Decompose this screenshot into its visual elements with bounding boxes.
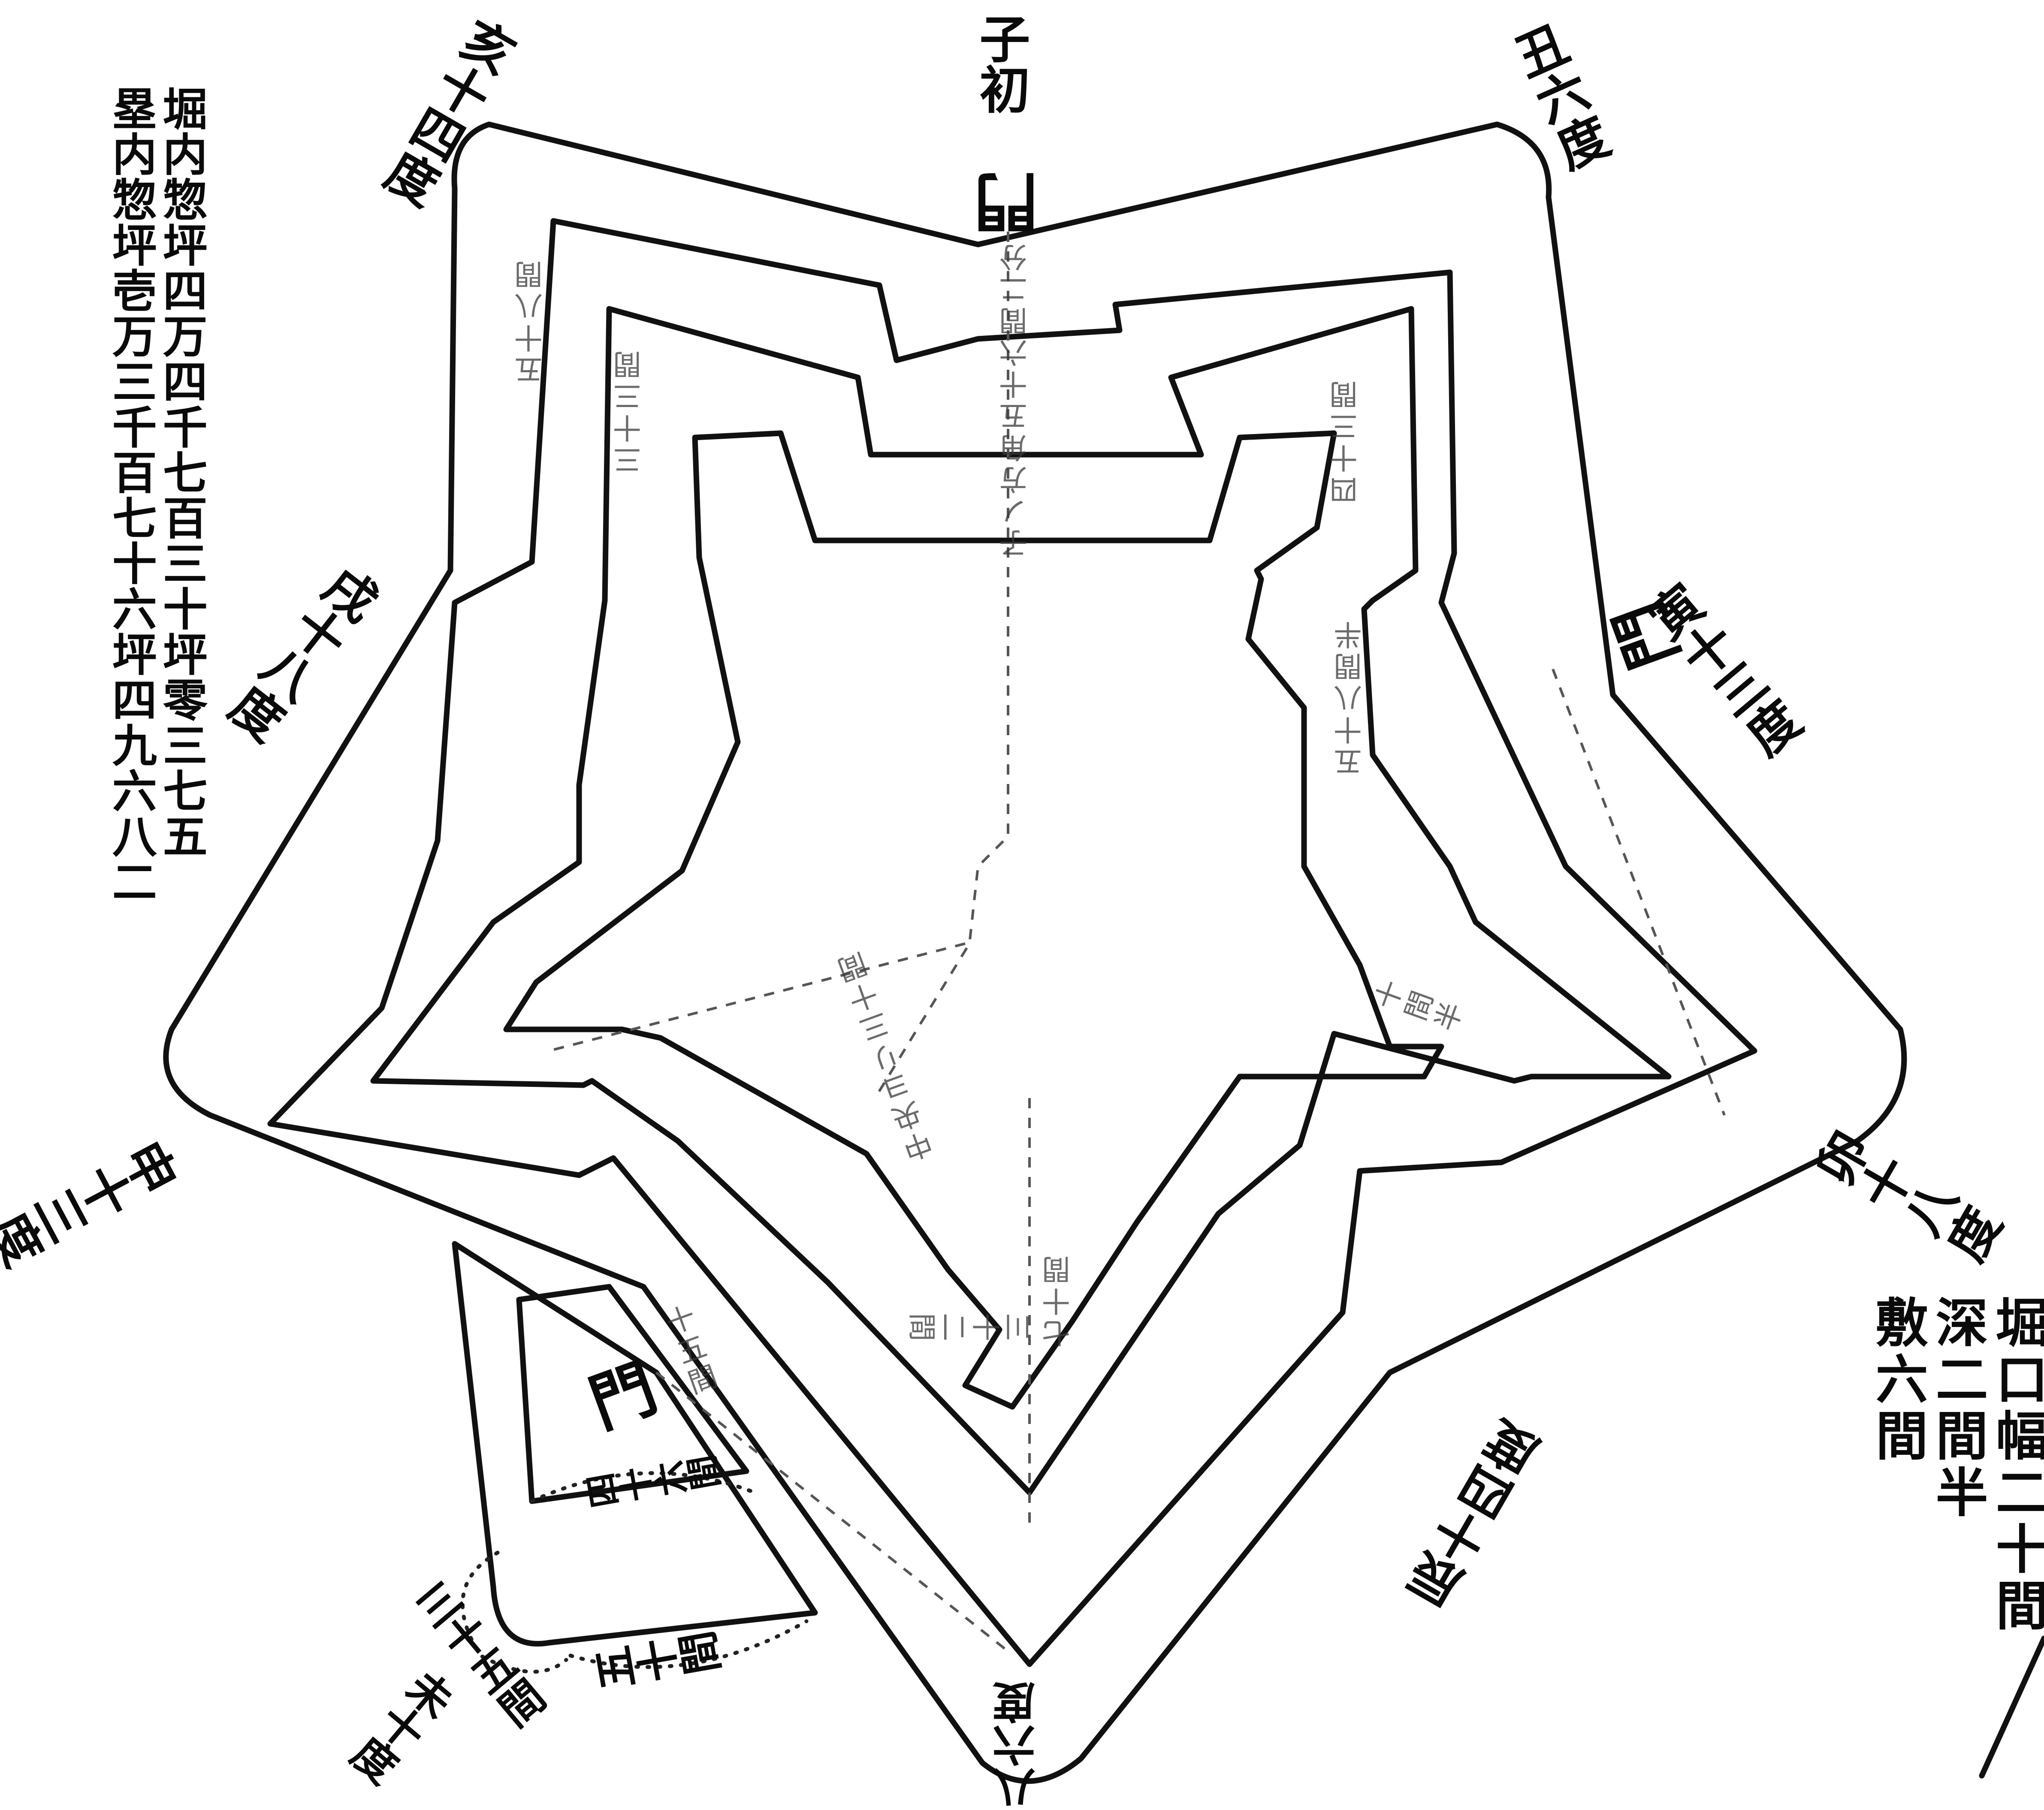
moat-inner-outline	[267, 218, 1757, 1667]
earthwork-area-note: 塁内惣坪壱万三千百七十六坪四九六八二	[104, 86, 157, 904]
guide-line-east	[1552, 668, 1726, 1116]
moat-base-note: 敷六間	[1867, 1295, 1929, 1465]
direction-label-north: 子初	[970, 13, 1030, 114]
guide-line-center-sw	[549, 942, 966, 1052]
moat-depth-note: 深二間半	[1927, 1295, 1989, 1522]
gate-label-north: 門	[974, 172, 1049, 236]
measure-south-axis: 三十二間	[905, 1308, 1032, 1341]
guide-line-north-axis	[874, 232, 1009, 1099]
citadel-outline	[503, 430, 1444, 1410]
dotted-arc-ravelin-base	[530, 1471, 757, 1503]
ravelin-inner-outline	[516, 1284, 749, 1504]
measure-nw-bastion: 五十八間	[514, 257, 547, 384]
south-tip-label: 八六度	[992, 1681, 1043, 1810]
measure-ne-bastion: 五十八間半	[1334, 618, 1367, 776]
measure-s-bastion: 七十間	[1042, 1252, 1075, 1348]
dotted-arc-ravelin-side	[568, 1619, 809, 1669]
rampart-outline	[370, 306, 1672, 1496]
outer-star-outline	[163, 121, 1907, 1784]
dotted-arc-ravelin-corner	[461, 1551, 568, 1674]
measure-ne-inner: 四十三間	[1329, 377, 1362, 504]
ravelin-outline	[452, 1241, 818, 1647]
guide-line-ravelin	[655, 1371, 1009, 1653]
moat-width-note: 堀口幅二十間	[1987, 1295, 2044, 1635]
guide-line-lower-right	[1979, 1635, 2044, 1779]
measure-nw-inner: 三十三間	[613, 347, 646, 474]
moat-area-note: 堀内惣坪四万四千七百三十坪零三七五	[155, 86, 208, 859]
measure-north-axis: 子ノ方角五十六間二分	[999, 240, 1032, 558]
